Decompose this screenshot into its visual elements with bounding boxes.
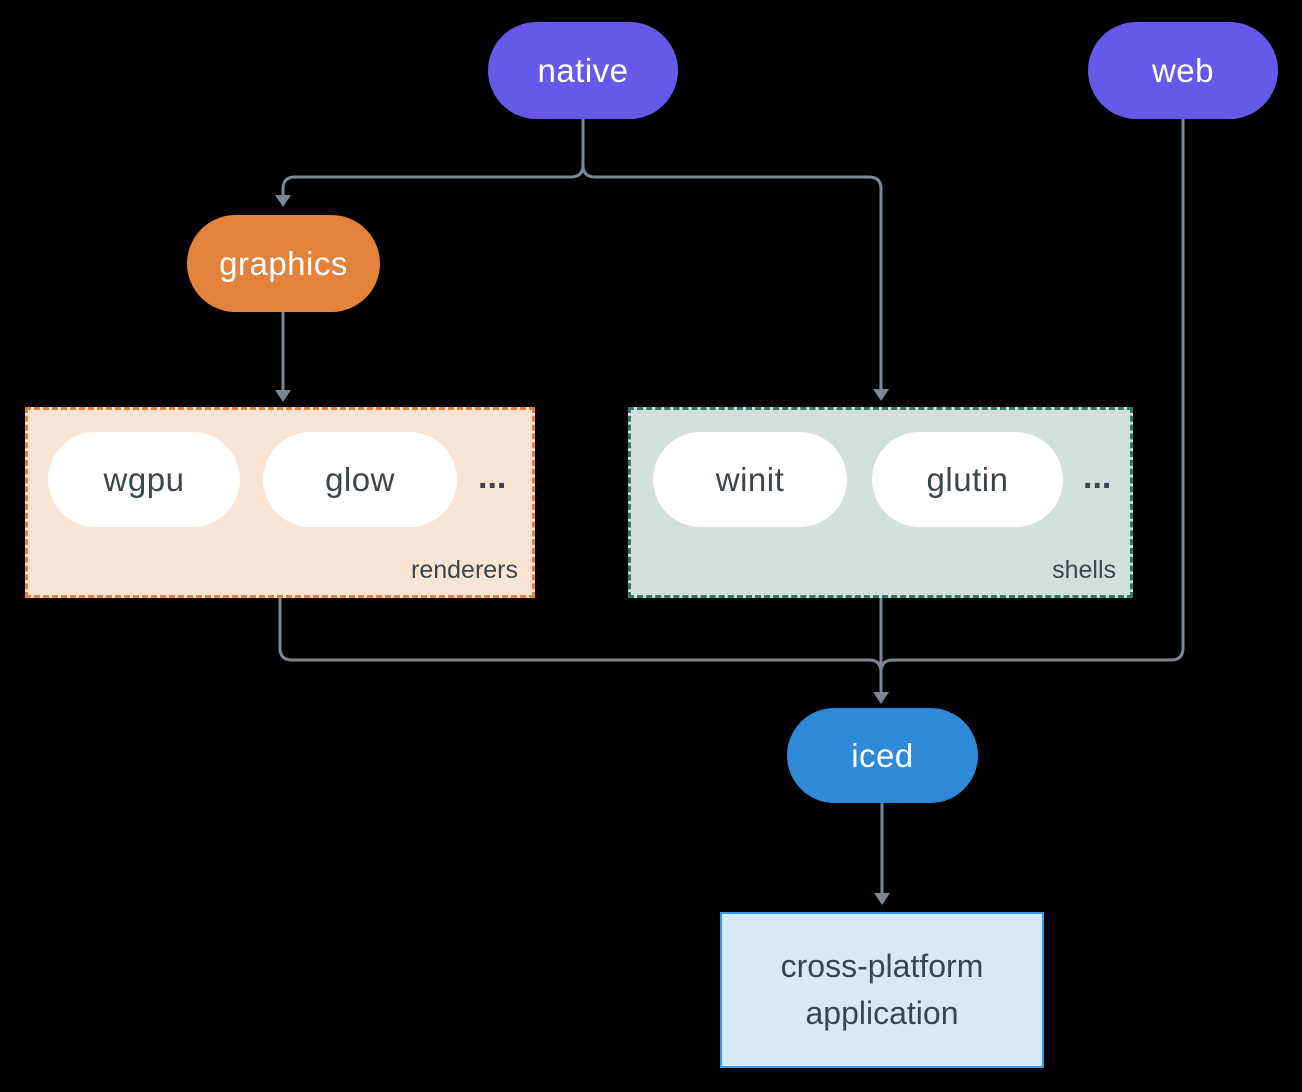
node-web-label: web	[1151, 51, 1215, 89]
node-graphics: graphics	[187, 215, 380, 312]
arrowhead-into-graphics	[275, 195, 291, 207]
node-glow: glow	[263, 432, 457, 527]
node-wgpu: wgpu	[48, 432, 240, 527]
edge-renderers-iced	[278, 598, 883, 694]
arrowhead-into-renderers	[275, 390, 291, 402]
group-shells: winit glutin ... shells	[628, 407, 1133, 598]
app-label-line-2: application	[805, 995, 959, 1031]
node-winit: winit	[653, 432, 847, 527]
group-renderers: wgpu glow ... renderers	[25, 407, 535, 598]
node-glutin-label: glutin	[926, 460, 1009, 498]
node-wgpu-label: wgpu	[103, 460, 185, 498]
node-glow-label: glow	[325, 460, 395, 498]
node-native: native	[488, 22, 678, 119]
group-shells-label: shells	[1052, 556, 1116, 584]
node-graphics-label: graphics	[219, 244, 348, 282]
node-iced: iced	[787, 708, 978, 803]
edge-native-shells	[581, 119, 883, 390]
node-web: web	[1088, 22, 1278, 119]
edge-native-graphics	[281, 119, 585, 196]
arrowhead-into-app	[874, 893, 890, 905]
node-iced-label: iced	[851, 736, 914, 774]
arrowhead-into-iced	[873, 692, 889, 704]
group-renderers-label: renderers	[411, 556, 518, 584]
arrowhead-into-shells	[873, 389, 889, 401]
node-native-label: native	[537, 51, 629, 89]
renderers-ellipsis: ...	[478, 458, 507, 496]
node-cross-platform-application: cross-platform application	[720, 912, 1044, 1068]
app-label-line-1: cross-platform	[780, 948, 984, 984]
shells-ellipsis: ...	[1083, 458, 1112, 496]
node-glutin: glutin	[872, 432, 1063, 527]
node-winit-label: winit	[715, 460, 785, 498]
